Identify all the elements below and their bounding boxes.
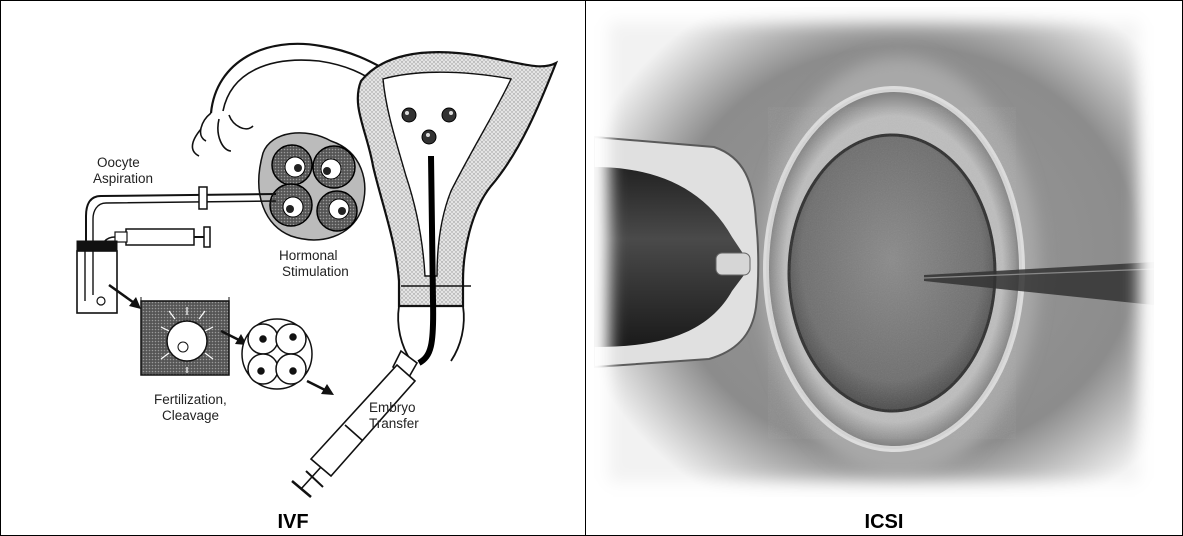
cleavage-embryo bbox=[242, 319, 312, 389]
ivf-diagram: Oocyte Aspiration Hormonal Stimulation F… bbox=[1, 1, 585, 509]
ovary-follicles bbox=[259, 133, 365, 240]
label-transfer: Transfer bbox=[369, 416, 419, 431]
label-embryo: Embryo bbox=[369, 400, 416, 415]
label-oocyte: Oocyte bbox=[97, 155, 140, 170]
label-cleavage: Cleavage bbox=[162, 408, 219, 423]
icsi-micrograph bbox=[594, 7, 1154, 497]
fimbriae bbox=[192, 113, 253, 156]
fertilization-dish bbox=[141, 297, 229, 375]
caption-icsi: ICSI bbox=[586, 509, 1182, 535]
caption-ivf: IVF bbox=[1, 509, 585, 535]
label-aspiration: Aspiration bbox=[93, 171, 153, 186]
ivf-panel: Oocyte Aspiration Hormonal Stimulation F… bbox=[1, 1, 586, 535]
label-stimulation: Stimulation bbox=[282, 264, 349, 279]
icsi-panel: ICSI bbox=[586, 1, 1182, 535]
label-hormonal: Hormonal bbox=[279, 248, 338, 263]
label-fertilization: Fertilization, bbox=[154, 392, 227, 407]
collection-tube bbox=[77, 241, 117, 313]
